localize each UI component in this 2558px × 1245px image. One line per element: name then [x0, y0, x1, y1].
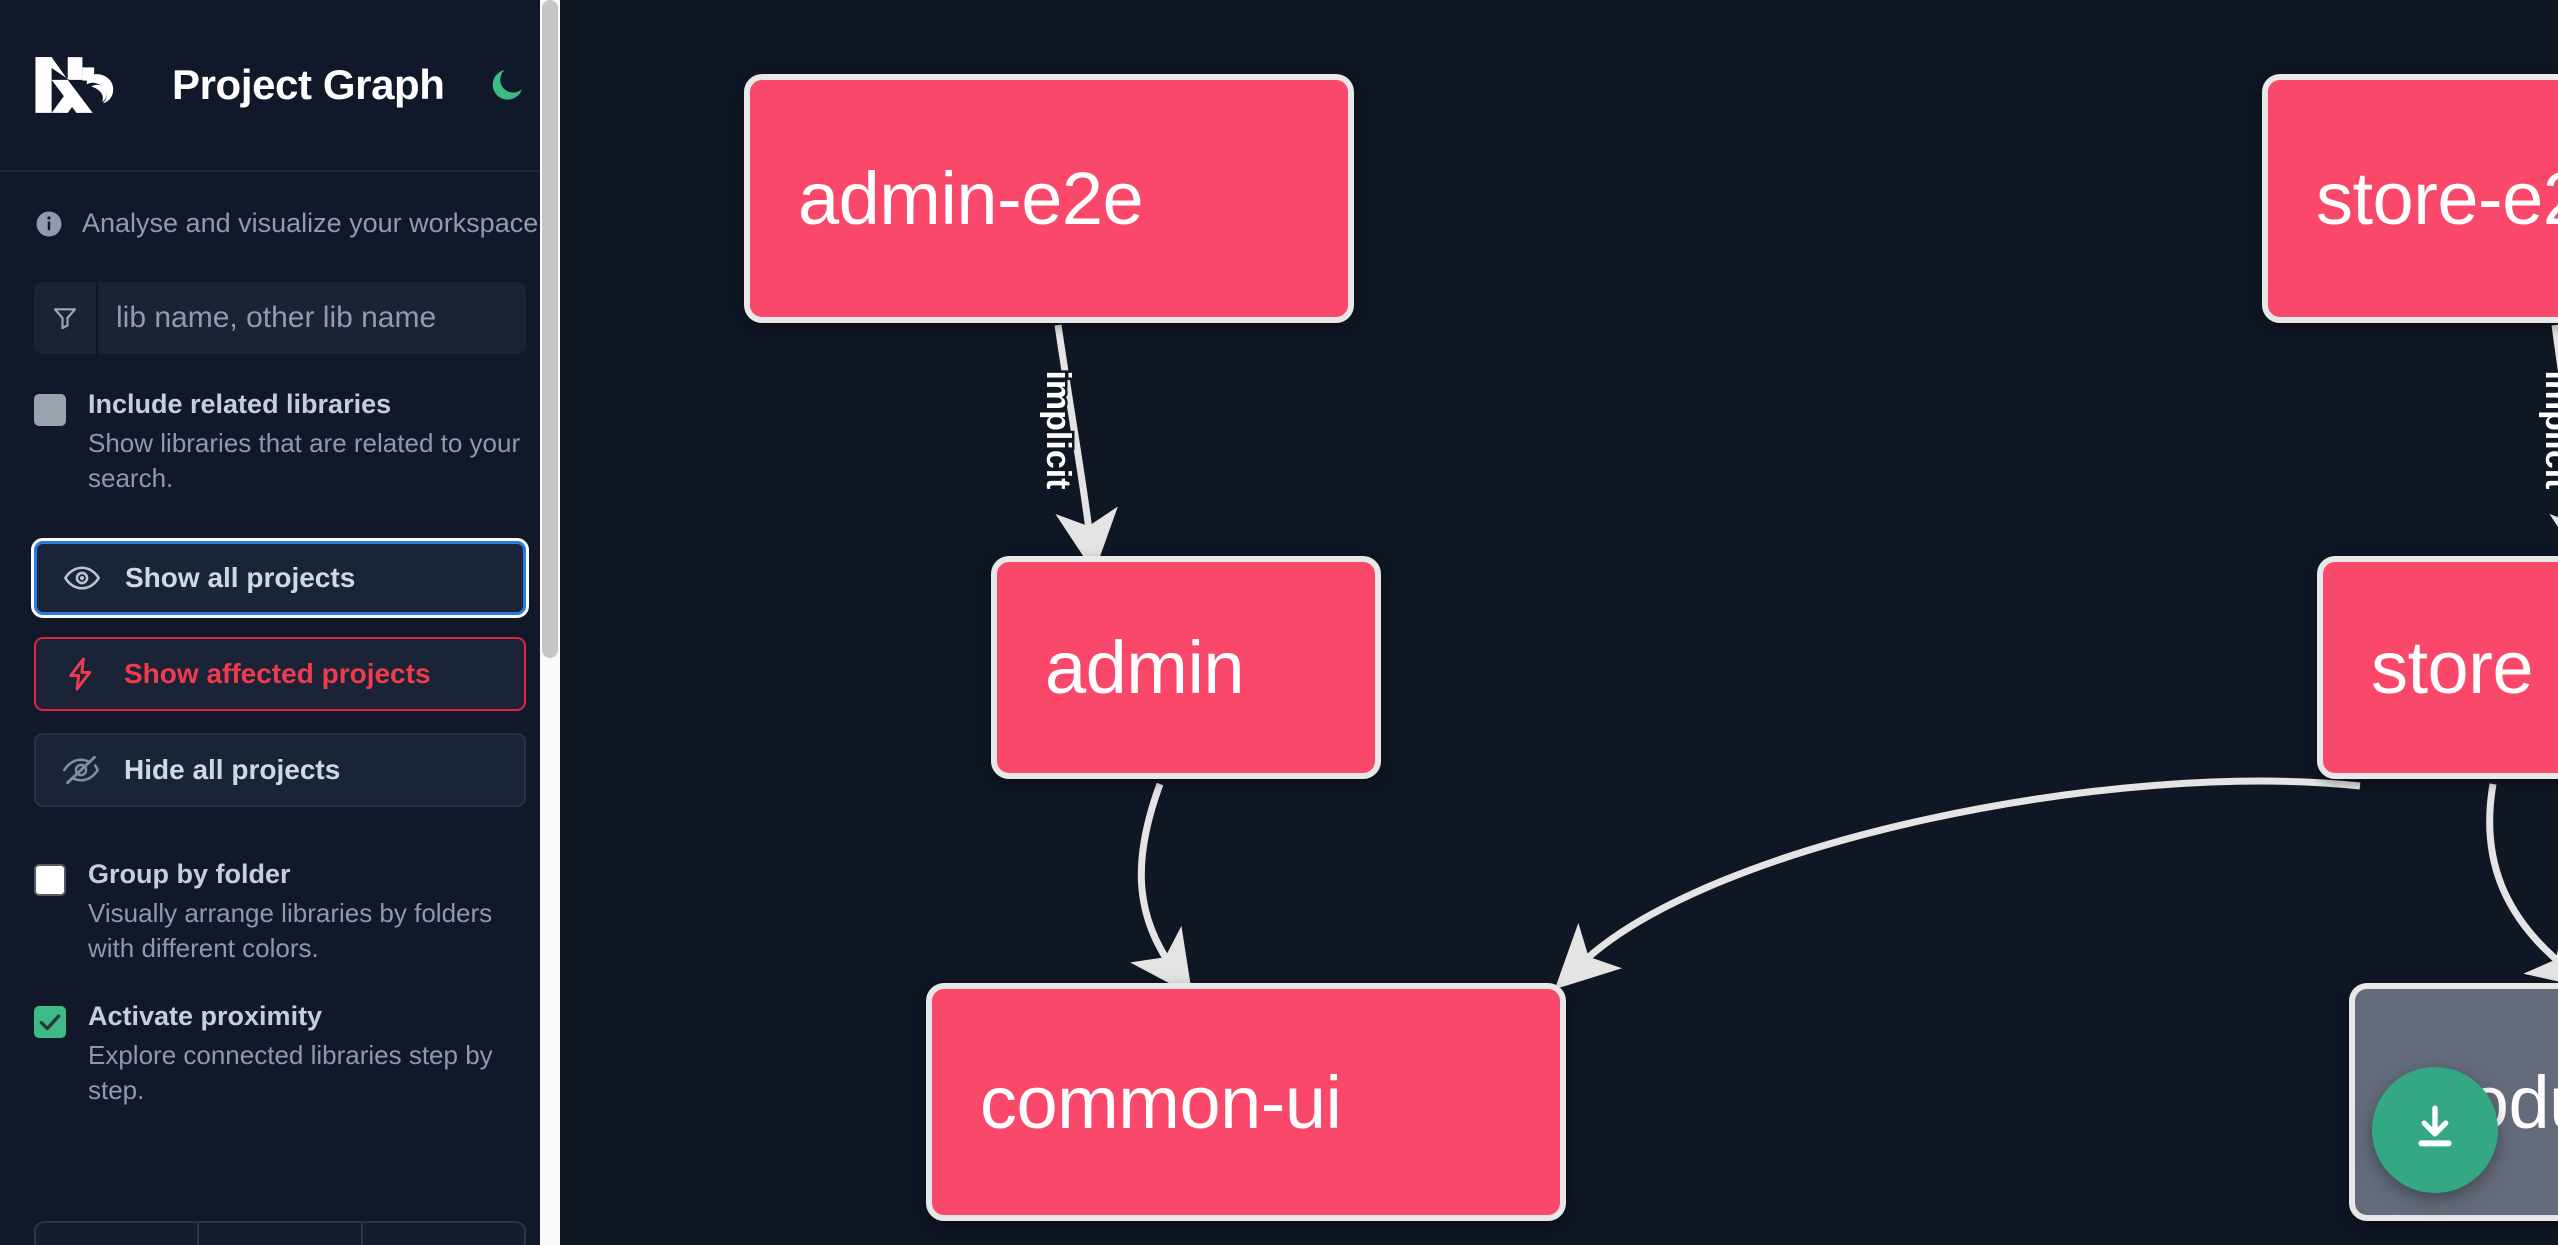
graph-node-admin-e2e[interactable]: admin-e2e — [744, 74, 1354, 323]
lightning-icon — [62, 655, 100, 693]
edge-store-products — [2486, 783, 2558, 990]
show-affected-projects-label: Show affected projects — [124, 658, 431, 690]
download-graph-button[interactable] — [2372, 1067, 2498, 1193]
sidebar-body: Include related libraries Show libraries… — [0, 282, 560, 1108]
workspace-info: Analyse and visualize your workspace. — [0, 172, 560, 239]
segment-3[interactable] — [362, 1223, 524, 1245]
graph-node-label: admin — [1045, 626, 1245, 709]
edge-admin-e2e-admin — [1054, 324, 1118, 573]
visibility-button-group: Show all projects Show affected projects — [31, 538, 529, 808]
edge-label-admin-e2e-admin: implicit — [1037, 368, 1080, 492]
filter-funnel-icon — [34, 282, 98, 354]
activate-proximity-checkbox[interactable] — [34, 1006, 66, 1039]
info-circle-icon — [34, 209, 64, 239]
activate-proximity-label: Activate proximity — [88, 1001, 323, 1032]
edge-label-store-e2e-store: implicit — [2536, 368, 2558, 492]
segment-2[interactable] — [199, 1223, 363, 1245]
hide-all-projects-label: Hide all projects — [124, 754, 341, 786]
svg-text:implicit: implicit — [2538, 370, 2558, 489]
eye-icon — [63, 559, 101, 597]
sidebar-scrollbar[interactable] — [540, 0, 560, 1245]
show-all-projects-button[interactable]: Show all projects — [31, 538, 529, 619]
graph-node-common-ui[interactable]: common-ui — [926, 983, 1566, 1221]
svg-text:implicit: implicit — [1039, 370, 1077, 489]
page-title: Project Graph — [172, 61, 445, 108]
moon-icon[interactable] — [487, 62, 527, 108]
graph-node-label: store — [2371, 626, 2534, 709]
sidebar: Project Graph Analyse and visualize your… — [0, 0, 560, 1245]
show-affected-projects-button[interactable]: Show affected projects — [34, 637, 526, 712]
graph-canvas[interactable]: implicit implicit admin-e2e store-e2e ad… — [560, 0, 2558, 1245]
segment-1[interactable] — [36, 1223, 200, 1245]
sidebar-header: Project Graph — [0, 0, 560, 172]
hide-all-projects-button[interactable]: Hide all projects — [34, 733, 526, 808]
graph-node-store-e2e[interactable]: store-e2e — [2262, 74, 2558, 323]
include-related-libraries-label: Include related libraries — [88, 389, 392, 419]
search-input[interactable] — [98, 282, 526, 354]
download-icon — [2407, 1100, 2463, 1161]
segmented-button-group[interactable] — [34, 1221, 526, 1245]
filter-row — [34, 282, 526, 354]
checkbox-group-by-folder[interactable]: Group by folder Visually arrange librari… — [34, 859, 526, 965]
show-all-projects-label: Show all projects — [125, 562, 356, 594]
edge-store-common-ui — [1554, 777, 2361, 990]
workspace-info-text: Analyse and visualize your workspace. — [82, 208, 546, 238]
eye-slash-icon — [62, 751, 100, 789]
checkbox-activate-proximity[interactable]: Activate proximity Explore connected lib… — [34, 1001, 526, 1107]
check-icon — [39, 1014, 61, 1031]
graph-node-admin[interactable]: admin — [991, 556, 1381, 779]
checkbox-include-related-libraries[interactable]: Include related libraries Show libraries… — [34, 389, 526, 495]
group-by-folder-description: Visually arrange libraries by folders wi… — [88, 898, 493, 963]
group-by-folder-label: Group by folder — [88, 859, 291, 890]
edge-admin-common-ui — [1130, 782, 1193, 996]
graph-node-label: store-e2e — [2316, 157, 2558, 240]
nx-logo-icon — [34, 54, 122, 116]
group-by-folder-checkbox[interactable] — [34, 864, 66, 897]
graph-node-label: common-ui — [980, 1060, 1342, 1144]
include-related-libraries-description: Show libraries that are related to your … — [88, 428, 521, 493]
sidebar-scrollbar-thumb[interactable] — [542, 0, 558, 658]
include-related-libraries-checkbox[interactable] — [34, 394, 66, 426]
graph-node-label: admin-e2e — [798, 157, 1144, 240]
graph-node-store[interactable]: store — [2317, 556, 2558, 779]
graph-edges: implicit implicit — [1037, 324, 2558, 996]
activate-proximity-description: Explore connected libraries step by step… — [88, 1040, 493, 1106]
